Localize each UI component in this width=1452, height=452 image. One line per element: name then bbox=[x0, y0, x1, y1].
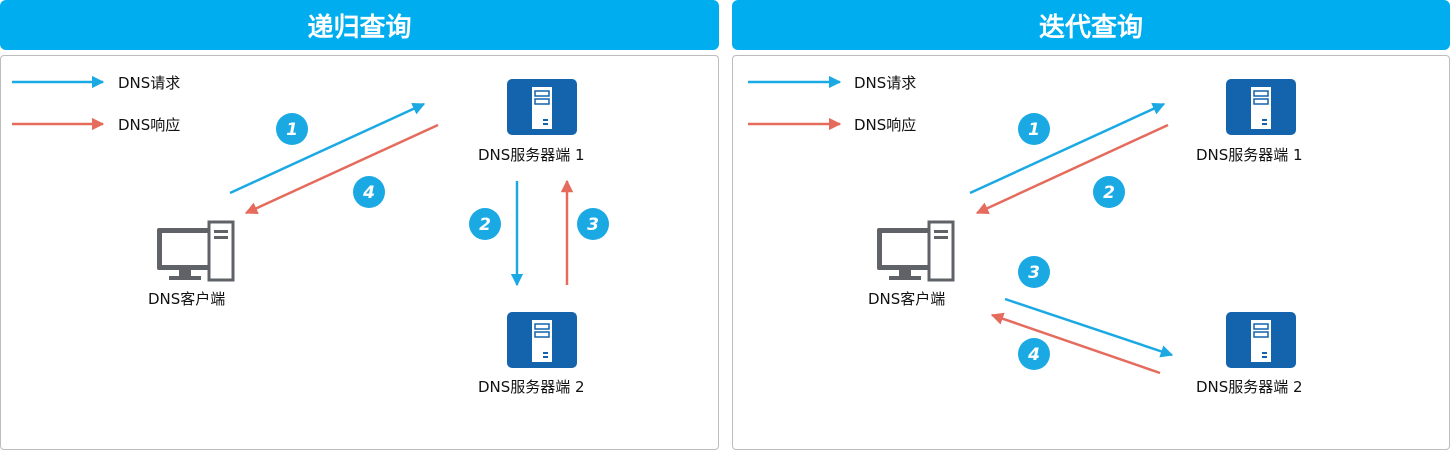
recursive-title: 递归查询 bbox=[0, 0, 719, 50]
server2-label: DNS服务器端 2 bbox=[1196, 378, 1303, 396]
step1-arrow bbox=[229, 102, 426, 195]
recursive-panel: 递归查询 DNS请求 DNS响应 DNS客户端 DNS服务器端 1 DNS服务器… bbox=[0, 0, 720, 452]
iterative-panel: 迭代查询 DNS请求 DNS响应 DNS客户端 DNS服务器端 1 DNS服务器… bbox=[732, 0, 1452, 452]
step4-arrow bbox=[244, 123, 439, 215]
svg-text:2: 2 bbox=[1103, 183, 1115, 203]
step2-badge: 2 bbox=[1093, 176, 1125, 208]
svg-text:3: 3 bbox=[587, 215, 599, 235]
step3-badge: 3 bbox=[1018, 256, 1050, 288]
iterative-diagram: DNS请求 DNS响应 DNS客户端 DNS服务器端 1 DNS服务器端 2 1… bbox=[748, 74, 1303, 396]
step3-arrow bbox=[1004, 297, 1174, 358]
server1-label: DNS服务器端 1 bbox=[478, 146, 585, 164]
legend-response-label: DNS响应 bbox=[118, 116, 180, 134]
recursive-content-box bbox=[0, 55, 719, 450]
step4-arrow bbox=[990, 312, 1161, 375]
step4-badge: 4 bbox=[353, 176, 385, 208]
client-pc-icon bbox=[155, 220, 235, 282]
server1-icon bbox=[506, 78, 578, 136]
client-label: DNS客户端 bbox=[148, 290, 225, 308]
step2-badge: 2 bbox=[469, 208, 501, 240]
server1-icon bbox=[1225, 78, 1297, 136]
step4-badge: 4 bbox=[1018, 338, 1050, 370]
legend-request-label: DNS请求 bbox=[118, 74, 180, 92]
iterative-content-box bbox=[732, 55, 1450, 450]
legend-request-label: DNS请求 bbox=[854, 74, 916, 92]
svg-text:2: 2 bbox=[479, 215, 491, 235]
iterative-title: 迭代查询 bbox=[732, 0, 1450, 50]
client-label: DNS客户端 bbox=[868, 290, 945, 308]
svg-text:1: 1 bbox=[286, 120, 298, 140]
server2-icon bbox=[506, 311, 578, 369]
step1-badge: 1 bbox=[1018, 113, 1050, 145]
server2-icon bbox=[1225, 311, 1297, 369]
step2-arrow bbox=[975, 123, 1169, 215]
step3-badge: 3 bbox=[577, 208, 609, 240]
svg-text:3: 3 bbox=[1028, 263, 1040, 283]
svg-text:4: 4 bbox=[1027, 345, 1040, 365]
step1-arrow bbox=[969, 102, 1166, 195]
client-pc-icon bbox=[875, 220, 955, 282]
legend-response-label: DNS响应 bbox=[854, 116, 916, 134]
recursive-diagram: DNS请求 DNS响应 DNS客户端 DNS服务器端 1 DNS服务器端 2 1… bbox=[12, 74, 609, 396]
step1-badge: 1 bbox=[276, 113, 308, 145]
svg-text:1: 1 bbox=[1028, 120, 1040, 140]
svg-text:4: 4 bbox=[362, 183, 375, 203]
server2-label: DNS服务器端 2 bbox=[478, 378, 585, 396]
server1-label: DNS服务器端 1 bbox=[1196, 146, 1303, 164]
